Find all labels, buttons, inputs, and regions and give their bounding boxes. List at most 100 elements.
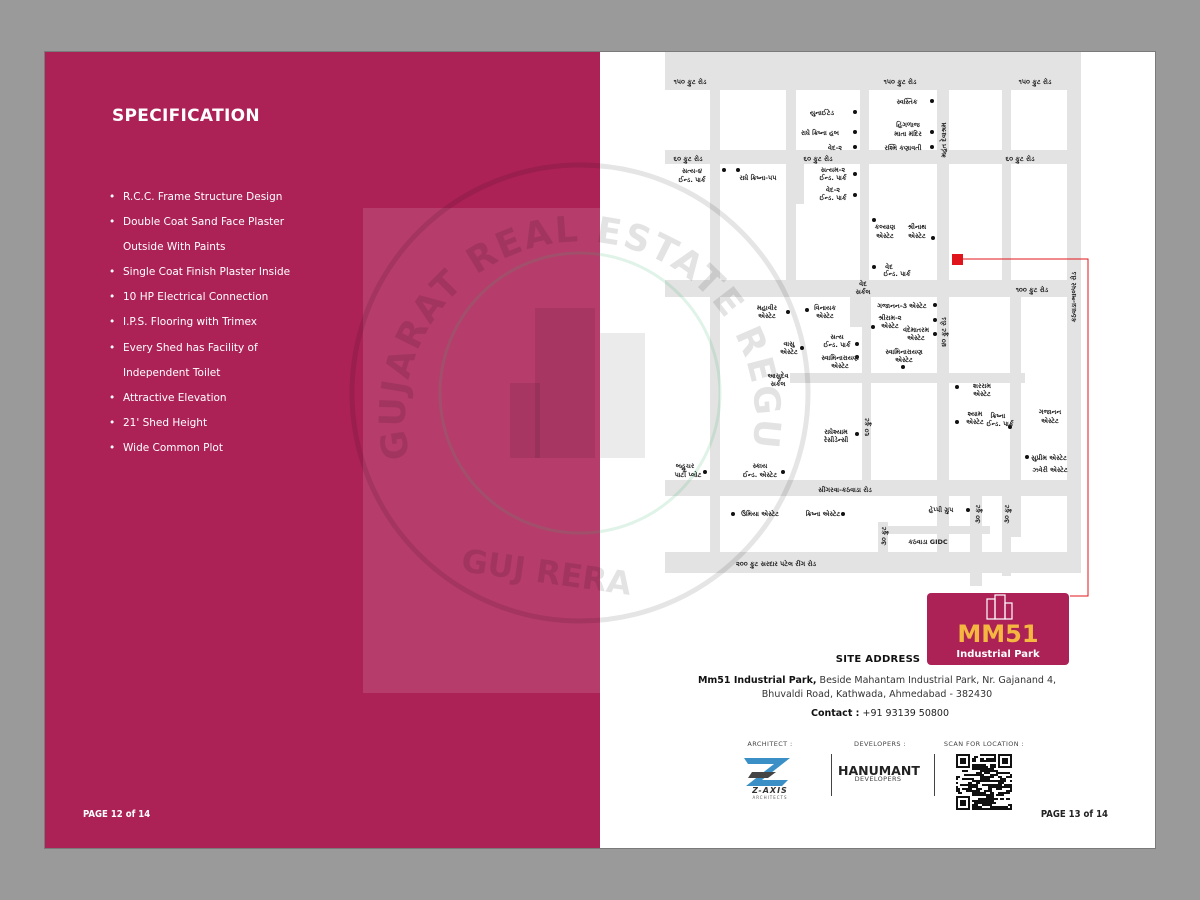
qr-module (964, 778, 966, 780)
qr-module (982, 774, 984, 776)
road-label: મહંત દેવાશ્રમ (940, 122, 948, 157)
qr-module (992, 796, 994, 798)
qr-module (988, 754, 990, 756)
qr-module (980, 770, 982, 772)
qr-module (998, 788, 1000, 790)
qr-module (972, 758, 974, 760)
place-label: ગજાનન-૩ એસ્ટેટ (877, 302, 927, 310)
place-label: સત્ય (830, 333, 844, 341)
qr-module (980, 766, 982, 768)
qr-module (972, 774, 974, 776)
qr-module (990, 776, 992, 778)
qr-module (986, 802, 988, 804)
place-label: આસુદેવ (767, 372, 788, 380)
address-line-1: Beside Mahantam Industrial Park, Nr. Gaj… (816, 675, 1057, 686)
qr-module (972, 794, 974, 796)
qr-module (1000, 776, 1002, 778)
specification-heading: SPECIFICATION (112, 106, 260, 126)
road-label: ૬૦ ફુટ રોડ (1005, 155, 1034, 164)
qr-module (966, 784, 968, 786)
qr-module (978, 794, 980, 796)
qr-module (992, 798, 994, 800)
place-label: મહાવીર (757, 304, 778, 312)
qr-module (980, 792, 982, 794)
qr-module (982, 804, 984, 806)
qr-module (1000, 808, 1002, 810)
road-label: ૩૦ ફુટ (1003, 504, 1012, 523)
qr-module (1004, 780, 1006, 782)
qr-module (996, 774, 998, 776)
qr-module (986, 808, 988, 810)
qr-module (992, 754, 994, 756)
qr-module (976, 774, 978, 776)
qr-module (968, 774, 970, 776)
architect-label: ARCHITECT : (747, 740, 793, 748)
qr-module (986, 770, 988, 772)
place-label: સ્વસ્તિક (897, 98, 918, 106)
qr-module (1010, 780, 1012, 782)
qr-module (1008, 798, 1010, 800)
qr-module (986, 768, 988, 770)
specification-text: Attractive Elevation (123, 391, 227, 404)
qr-module (988, 796, 990, 798)
place-label: ઈન્ડ. પાર્ક (884, 270, 912, 278)
bullet-icon: • (109, 441, 116, 454)
qr-module (972, 806, 974, 808)
qr-module (984, 790, 986, 792)
qr-module (1008, 790, 1010, 792)
specification-item: •Wide Common Plot (109, 436, 290, 461)
location-qr-code[interactable] (956, 754, 1012, 810)
qr-module (972, 760, 974, 762)
qr-module (994, 798, 996, 800)
contact-line: Contact : +91 93139 50800 (780, 708, 980, 719)
qr-module (992, 802, 994, 804)
qr-module (980, 802, 982, 804)
qr-module (994, 770, 996, 772)
qr-module (996, 794, 998, 796)
place-label: એસ્ટેટ (831, 362, 849, 370)
qr-module (968, 782, 970, 784)
road-label: ૧૫૦ ફુટ રોડ (674, 78, 707, 87)
qr-module (1008, 786, 1010, 788)
place-label: રાધે ક્રિષ્ના-૫૫ (739, 174, 777, 182)
place-label: ઈન્ડ. પાર્ક (987, 420, 1015, 428)
map-dots (703, 99, 1029, 516)
qr-module (990, 800, 992, 802)
qr-module (992, 786, 994, 788)
qr-module (990, 780, 992, 782)
qr-module (1006, 798, 1008, 800)
place-label: એસ્ટેટ (758, 312, 776, 320)
qr-module (1004, 808, 1006, 810)
qr-module (1002, 778, 1004, 780)
place-label: વેદ-૨ (826, 186, 840, 194)
qr-module (990, 764, 992, 766)
place-label: રેસીડેન્સી (824, 436, 849, 444)
qr-module (998, 786, 1000, 788)
qr-module (968, 790, 970, 792)
z-axis-logo: Z-AXIS ARCHITECTS (744, 758, 790, 800)
place-label: એસ્ટેટ (973, 390, 991, 398)
qr-module (970, 784, 972, 786)
specification-item: •Double Coat Sand Face Plaster (109, 210, 290, 235)
qr-module (1004, 792, 1006, 794)
specification-item: •10 HP Electrical Connection (109, 285, 290, 310)
qr-module (970, 774, 972, 776)
qr-module (974, 790, 976, 792)
qr-module (998, 794, 1000, 796)
qr-module (1010, 774, 1012, 776)
qr-module (990, 808, 992, 810)
qr-module (988, 786, 990, 788)
qr-module (1000, 780, 1002, 782)
bullet-icon: • (109, 316, 116, 329)
place-label: શ્રીનાથ (908, 223, 927, 231)
qr-module (1010, 776, 1012, 778)
qr-module (972, 784, 974, 786)
qr-module (980, 788, 982, 790)
road-label: ૬૦ ફુટ રોડ (803, 155, 832, 164)
brochure-spread: SPECIFICATION •R.C.C. Frame Structure De… (45, 52, 1155, 848)
road-label: સીંગરવા-કઠવાડા રોડ (818, 485, 872, 494)
place-label: વાસુ (784, 340, 796, 348)
qr-module (990, 806, 992, 808)
qr-module (962, 770, 964, 772)
mm51-logo: MM51 Industrial Park (927, 593, 1069, 665)
